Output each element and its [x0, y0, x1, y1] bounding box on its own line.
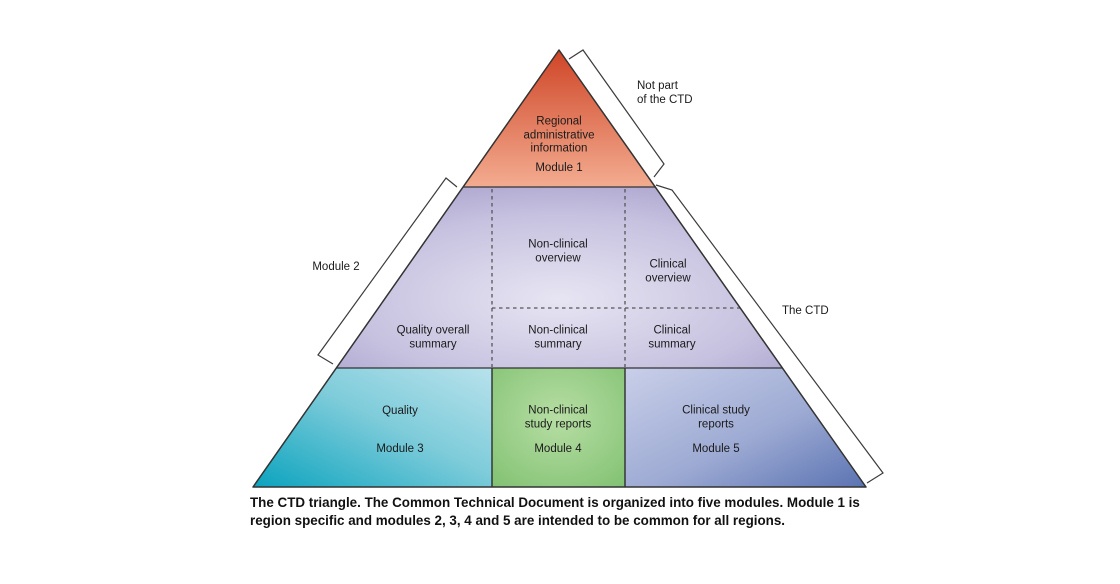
figure-caption: The CTD triangle. The Common Technical D…: [250, 495, 860, 528]
pyramid-outline: [252, 49, 867, 488]
module-3-region: [253, 368, 492, 487]
the-ctd-bracket: [655, 184, 884, 484]
module-5-region: [625, 368, 866, 487]
module-2-bracket: [317, 177, 458, 365]
not-part-bracket: [568, 49, 665, 178]
module-2-region: [336, 187, 783, 368]
module-1-region: [463, 50, 656, 187]
module-4-region: [492, 368, 625, 487]
